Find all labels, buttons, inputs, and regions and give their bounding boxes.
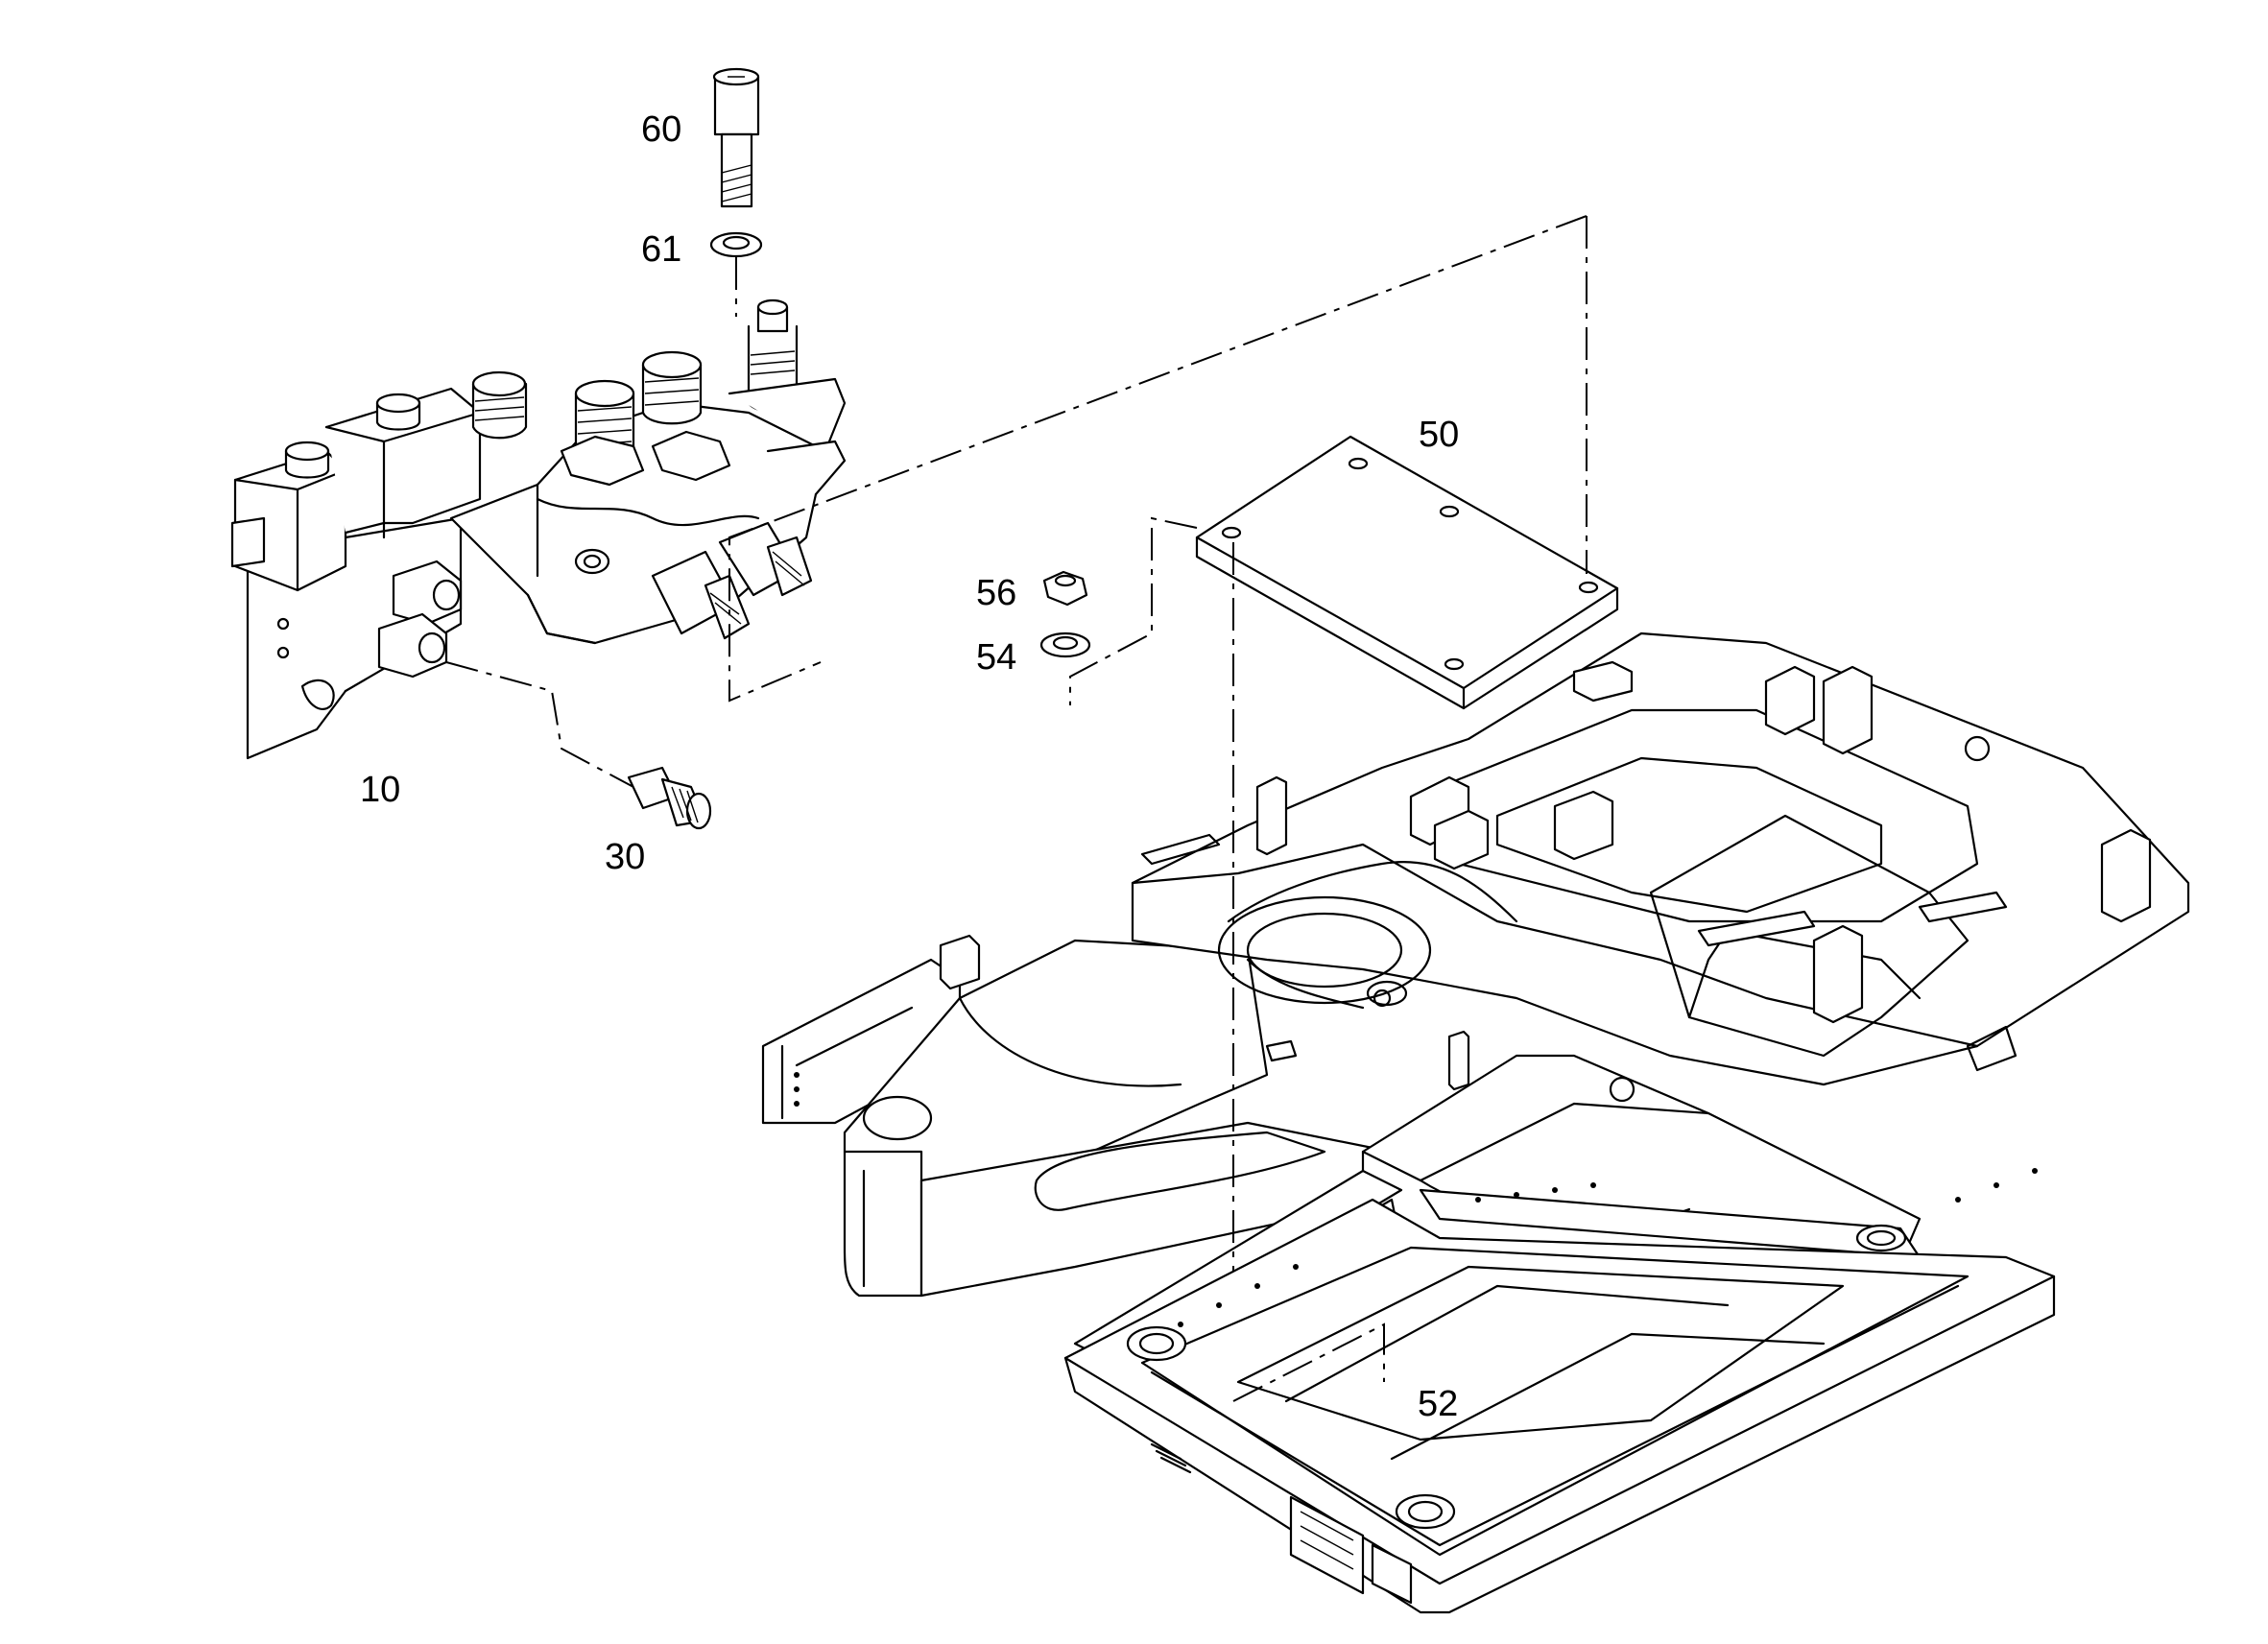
assembly-lines xyxy=(445,215,1588,1402)
callout-10: 10 xyxy=(360,770,400,810)
callout-54: 54 xyxy=(976,637,1016,678)
chassis-frame xyxy=(761,631,2190,1298)
callout-30: 30 xyxy=(605,837,645,877)
part-54-washer xyxy=(1039,631,1091,658)
part-56-nut xyxy=(1042,570,1088,607)
part-50-cover-plate xyxy=(1195,435,1619,710)
part-10-valve-block xyxy=(230,298,847,760)
front-frame xyxy=(1063,1054,2056,1614)
callout-50: 50 xyxy=(1419,415,1459,455)
part-60-cap-screw xyxy=(712,67,760,208)
callout-61: 61 xyxy=(641,229,681,270)
callout-52: 52 xyxy=(1418,1384,1458,1424)
part-61-washer xyxy=(709,231,763,258)
callout-56: 56 xyxy=(976,573,1016,613)
callout-labels: 60 61 50 56 54 10 30 52 xyxy=(360,109,1459,1424)
callout-60: 60 xyxy=(641,109,681,150)
part-30-fitting xyxy=(627,766,712,830)
